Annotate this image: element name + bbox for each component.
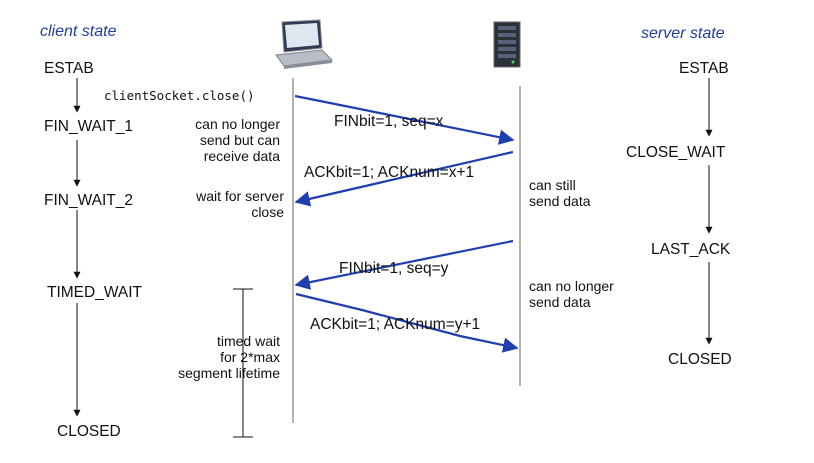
client-state-header: client state	[40, 23, 117, 40]
fin-client-label: FINbit=1, seq=x	[334, 113, 444, 130]
fin-client-arrow	[294, 94, 515, 145]
timed-wait-note: timed wait for 2*max segment lifetime	[178, 333, 280, 381]
close-call-label: clientSocket.close()	[104, 88, 255, 103]
ack-client-arrow	[295, 292, 519, 353]
client-state-closed: CLOSED	[57, 423, 121, 440]
server-state-header: server state	[641, 25, 725, 42]
client-state-fin-wait-2: FIN_WAIT_2	[44, 192, 133, 209]
client-note-1: can no longer send but can receive data	[195, 116, 280, 164]
fin-server-arrow	[294, 239, 514, 290]
client-state-fin-wait-1: FIN_WAIT_1	[44, 118, 133, 135]
server-note-2: can no longer send data	[529, 278, 614, 310]
ack-server-label: ACKbit=1; ACKnum=x+1	[304, 164, 475, 181]
server-note-1: can still send data	[529, 177, 591, 209]
ack-client-label: ACKbit=1; ACKnum=y+1	[310, 316, 481, 333]
server-state-close-wait: CLOSE_WAIT	[626, 144, 726, 161]
server-state-estab: ESTAB	[679, 60, 729, 77]
server-state-closed: CLOSED	[668, 351, 732, 368]
timed-wait-bracket	[233, 288, 253, 438]
client-state-timed-wait: TIMED_WAIT	[47, 284, 143, 301]
fin-server-label: FINbit=1, seq=y	[339, 260, 449, 277]
ack-server-arrow	[294, 150, 514, 207]
server-state-last-ack: LAST_ACK	[651, 241, 731, 258]
client-note-2: wait for server close	[196, 188, 284, 220]
server-tower-icon	[493, 21, 521, 68]
client-state-estab: ESTAB	[44, 60, 94, 77]
laptop-icon	[275, 19, 334, 69]
